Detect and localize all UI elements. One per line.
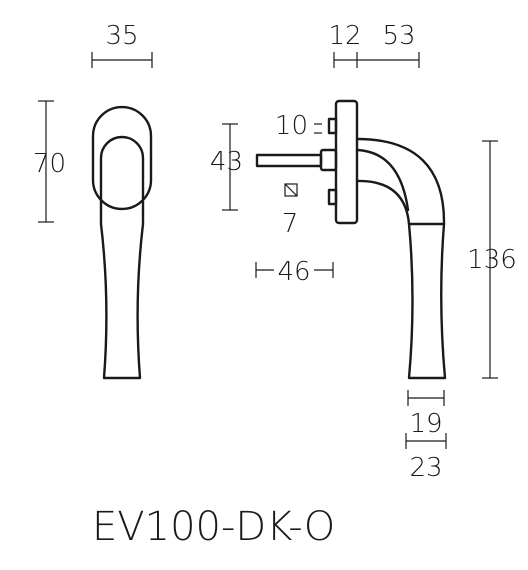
front-neck bbox=[99, 135, 145, 216]
side-lever-outline bbox=[355, 137, 447, 380]
side-hub bbox=[319, 148, 338, 172]
dim-label-spindle-length: 46 bbox=[277, 257, 310, 287]
spindle-square-icon bbox=[284, 183, 298, 197]
dim-label-total-length: 136 bbox=[467, 245, 517, 275]
side-screw-top bbox=[327, 117, 338, 135]
model-name: EV100-DK-O bbox=[92, 504, 335, 550]
front-rose-outline bbox=[91, 105, 153, 211]
side-lever-inner-curve bbox=[355, 148, 410, 212]
dim-label-grip-outer: 23 bbox=[409, 453, 442, 483]
dim-label-front-width: 35 bbox=[105, 21, 138, 51]
dim-label-spindle-square: 7 bbox=[282, 209, 299, 239]
front-view: 35 70 bbox=[33, 21, 153, 380]
dim-label-spindle-height: 43 bbox=[210, 147, 243, 177]
dim-label-front-rose-height: 70 bbox=[33, 149, 66, 179]
side-view: 7 12 53 10 43 46 136 19 bbox=[210, 21, 517, 483]
side-screw-bottom bbox=[327, 188, 338, 206]
dim-label-projection: 53 bbox=[382, 21, 415, 51]
side-rose-plate bbox=[334, 99, 359, 225]
side-spindle bbox=[255, 153, 323, 168]
dim-label-grip-inner: 19 bbox=[409, 409, 442, 439]
dim-label-spindle-offset: 10 bbox=[275, 111, 308, 141]
front-handle-shaft bbox=[99, 212, 145, 380]
dim-label-rose-thickness: 12 bbox=[328, 21, 361, 51]
